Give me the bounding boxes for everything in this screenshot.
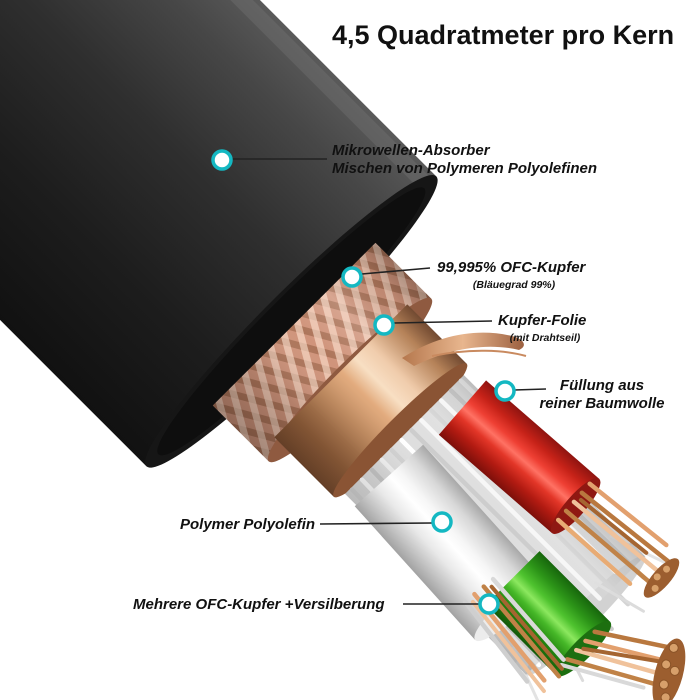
page-title: 4,5 Quadratmeter pro Kern	[332, 20, 674, 50]
red-conductor	[438, 380, 680, 598]
callout-marker-absorber	[211, 149, 233, 171]
callout-marker-polymer	[431, 511, 453, 533]
leader-foil	[393, 320, 493, 324]
callout-marker-plated	[478, 593, 500, 615]
label-ofc-copper: 99,995% OFC-Kupfer	[437, 259, 587, 276]
callout-marker-foil	[373, 314, 395, 336]
green-conductor	[485, 551, 686, 700]
leader-polymer	[319, 522, 433, 525]
leader-filling	[513, 388, 547, 391]
leader-ofc-copper	[361, 267, 431, 275]
callout-marker-ofc-copper	[341, 266, 363, 288]
label-ofc-copper-sub: (Bläuegrad 99%)	[473, 279, 556, 291]
cable-jacket	[0, 0, 438, 468]
foil-flap	[402, 332, 527, 366]
label-absorber-line1: Mikrowellen-Absorber	[332, 142, 491, 159]
label-filling-line2: reiner Baumwolle	[539, 395, 664, 412]
label-absorber-line2: Mischen von Polymeren Polyolefinen	[332, 160, 597, 177]
label-plated: Mehrere OFC-Kupfer +Versilberung	[133, 596, 385, 613]
label-filling-line1: Füllung aus	[560, 377, 644, 394]
label-foil: Kupfer-Folie	[498, 312, 586, 329]
label-polymer: Polymer Polyolefin	[180, 516, 315, 533]
plated-copper-strands	[462, 576, 566, 694]
callout-marker-filling	[494, 380, 516, 402]
label-foil-sub: (mit Drahtseil)	[510, 332, 581, 344]
